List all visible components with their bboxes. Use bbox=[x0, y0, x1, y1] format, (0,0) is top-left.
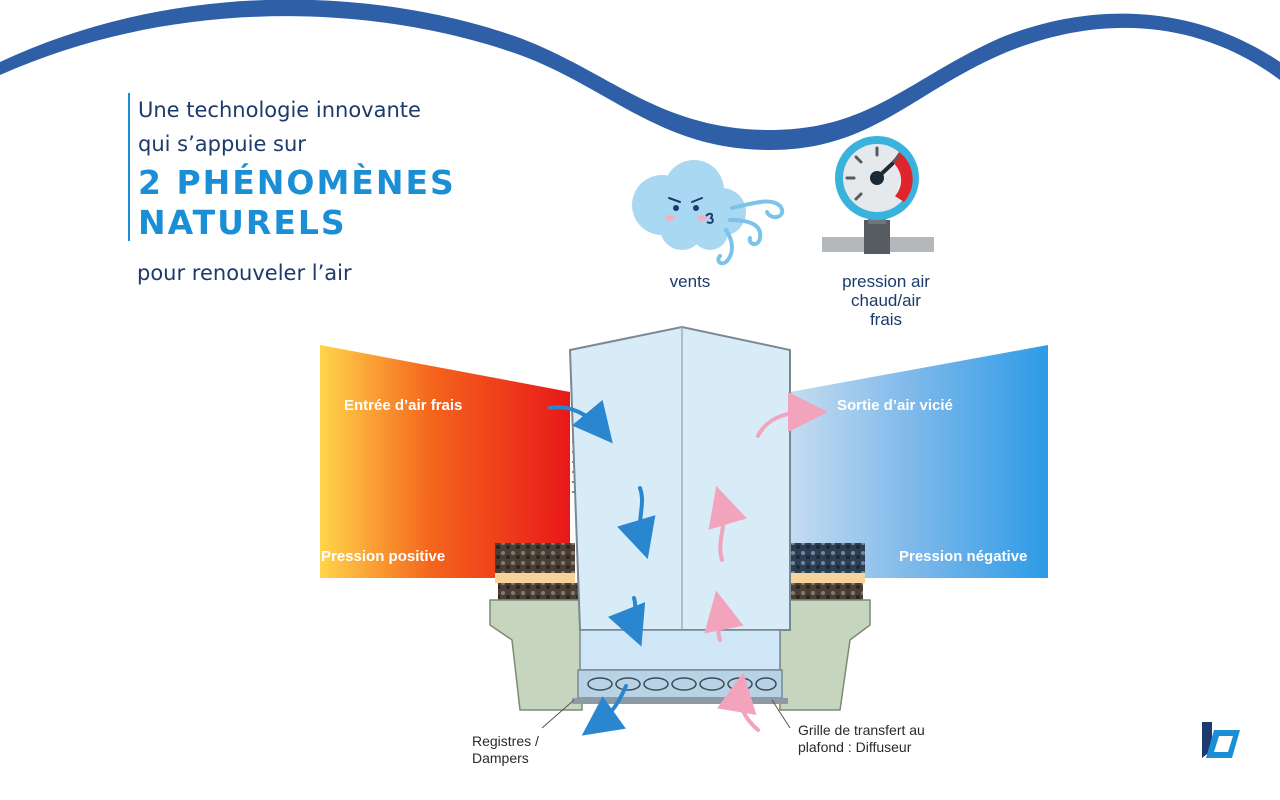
pressure-label-line-2: chaud/air bbox=[851, 291, 921, 310]
grille-caption-line-1: Grille de transfert au bbox=[798, 722, 925, 738]
intro-line-1: Une technologie innovante bbox=[138, 98, 421, 122]
ventilation-duct bbox=[568, 325, 791, 631]
dampers-caption-line-2: Dampers bbox=[472, 750, 529, 766]
wind-label: vents bbox=[669, 272, 711, 291]
company-logo-icon bbox=[1202, 722, 1240, 758]
grille-caption-line-2: plafond : Diffuseur bbox=[798, 739, 912, 755]
pressure-label-line-3: frais bbox=[869, 310, 903, 329]
pressure-gauge-icon bbox=[822, 136, 934, 254]
cool-pressure-panel bbox=[790, 345, 1048, 578]
warm-pressure-panel bbox=[320, 345, 570, 578]
grille-caption: Grille de transfert au plafond : Diffuse… bbox=[798, 722, 925, 756]
dampers-caption-line-1: Registres / bbox=[472, 733, 539, 749]
negative-pressure-label: Pression négative bbox=[899, 548, 1028, 565]
fresh-air-arrow-in bbox=[548, 399, 613, 444]
positive-pressure-label: Pression positive bbox=[321, 548, 446, 565]
dampers-caption: Registres / Dampers bbox=[472, 733, 539, 767]
title-line-2: NATURELS bbox=[138, 203, 347, 242]
subtitle-line: pour renouveler l’air bbox=[137, 261, 352, 285]
heading-block: Une technologie innovante qui s’appuie s… bbox=[128, 93, 558, 241]
roof-gravel-left bbox=[495, 543, 575, 573]
stale-air-arrow-out bbox=[756, 392, 828, 438]
concrete-curb-right bbox=[779, 599, 871, 711]
wind-cloud-icon bbox=[632, 160, 785, 266]
inlet-label: Entrée d’air frais bbox=[344, 397, 463, 414]
intro-line-2: qui s’appuie sur bbox=[138, 132, 306, 156]
title-line-1: 2 PHÉNOMÈNES bbox=[138, 163, 456, 202]
roof-gravel-right bbox=[785, 543, 865, 573]
pressure-label-line-1: pression air bbox=[842, 272, 930, 291]
outlet-label: Sortie d’air vicié bbox=[837, 397, 953, 414]
pressure-label: pression air chaud/air frais bbox=[822, 272, 950, 329]
concrete-curb-left bbox=[489, 599, 583, 711]
